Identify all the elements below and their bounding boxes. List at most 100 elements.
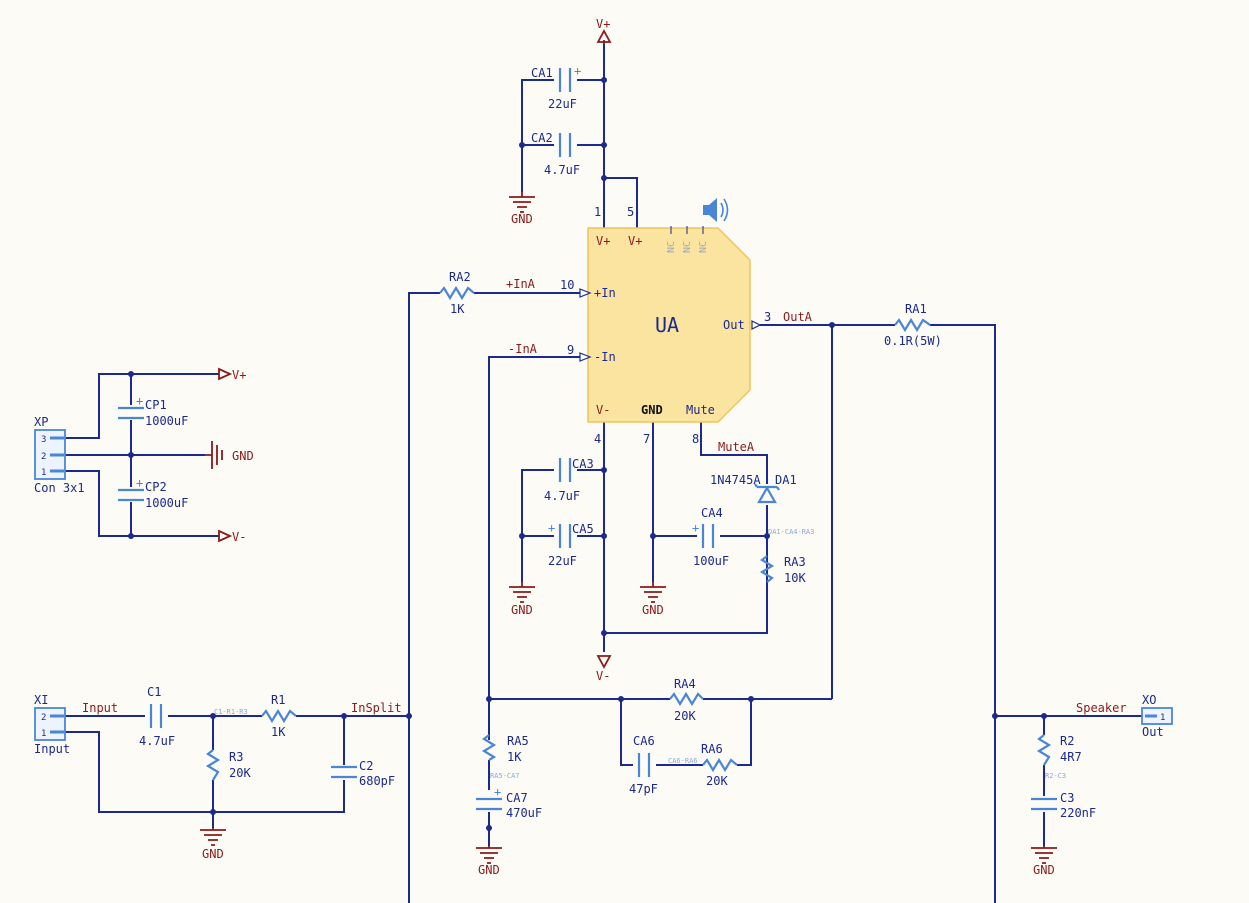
svg-text:GND: GND	[1033, 863, 1055, 877]
svg-text:4.7uF: 4.7uF	[544, 489, 580, 503]
nc-pins: NC NC NC	[666, 226, 709, 253]
ic-ua[interactable]: UA V+ V+ +In -In Out V- GND Mute NC NC N…	[560, 205, 771, 446]
capacitor-ca4[interactable]: + CA4 100uF	[692, 506, 729, 568]
ic-pin-minus-in: -In	[594, 350, 616, 364]
svg-text:XP: XP	[34, 415, 48, 429]
ground-icon-xp: GND	[205, 441, 254, 469]
net-label-minus-ina: -InA	[508, 342, 538, 356]
svg-text:22uF: 22uF	[548, 97, 577, 111]
svg-text:XI: XI	[34, 693, 48, 707]
svg-text:CA4: CA4	[701, 506, 723, 520]
svg-text:Input: Input	[34, 742, 70, 756]
ic-name: UA	[655, 313, 679, 337]
net-label-outa: OutA	[783, 310, 813, 324]
resistor-ra3[interactable]: RA3 10K	[759, 555, 806, 585]
svg-text:CP2: CP2	[145, 480, 167, 494]
svg-text:C1-R1-R3: C1-R1-R3	[214, 708, 248, 716]
net-label-mutea: MuteA	[718, 440, 755, 454]
svg-text:R2-C3: R2-C3	[1045, 772, 1066, 780]
svg-text:R1: R1	[271, 693, 285, 707]
svg-text:V+: V+	[596, 17, 610, 31]
pin-num-3: 3	[764, 310, 771, 324]
capacitor-c1[interactable]: C1 4.7uF	[139, 685, 175, 748]
connector-xp[interactable]: 3 2 1 XP Con 3x1	[34, 415, 85, 495]
svg-text:2: 2	[41, 713, 46, 723]
svg-text:+: +	[548, 521, 555, 535]
svg-text:V+: V+	[232, 368, 246, 382]
ground-icon-ca7: GND	[476, 846, 502, 877]
svg-text:4.7uF: 4.7uF	[544, 163, 580, 177]
capacitor-c2[interactable]: C2 680pF	[331, 759, 395, 788]
tiny-net-labels: C1-R1-R3 DA1-CA4-RA3 RA5-CA7 CA6-RA6 R2-…	[214, 528, 1066, 780]
capacitor-c3[interactable]: C3 220nF	[1031, 791, 1096, 820]
svg-text:C1: C1	[147, 685, 161, 699]
ground-icon-c3: GND	[1031, 846, 1057, 877]
svg-text:GND: GND	[478, 863, 500, 877]
svg-text:10K: 10K	[784, 571, 806, 585]
svg-text:1N4745A: 1N4745A	[710, 473, 761, 487]
net-label-insplit: InSplit	[351, 701, 402, 715]
ic-pin-vminus: V-	[596, 403, 610, 417]
svg-text:1000uF: 1000uF	[145, 414, 188, 428]
connector-xi[interactable]: 2 1 XI Input	[34, 693, 70, 756]
svg-text:20K: 20K	[674, 709, 696, 723]
svg-text:GND: GND	[642, 603, 664, 617]
ic-pin-vplus5: V+	[628, 234, 642, 248]
svg-text:220nF: 220nF	[1060, 806, 1096, 820]
svg-text:+: +	[136, 394, 143, 408]
svg-text:3: 3	[41, 435, 46, 445]
resistor-ra6[interactable]: RA6 20K	[701, 742, 738, 788]
pin-num-5: 5	[627, 205, 634, 219]
resistor-r3[interactable]: R3 20K	[205, 749, 251, 781]
capacitor-ca2[interactable]: CA2 4.7uF	[531, 131, 580, 177]
speaker-icon	[703, 198, 729, 222]
connector-xo[interactable]: 1 XO Out	[1141, 693, 1173, 739]
svg-text:DA1-CA4-RA3: DA1-CA4-RA3	[768, 528, 814, 536]
power-vplus-top: V+	[596, 17, 612, 44]
power-vplus-xp: V+	[218, 367, 246, 382]
pin-num-1: 1	[594, 205, 601, 219]
ground-icon-input: GND	[200, 828, 226, 861]
svg-text:1000uF: 1000uF	[145, 496, 188, 510]
ic-pin-mute: Mute	[686, 403, 715, 417]
resistor-r2[interactable]: R2 4R7	[1036, 734, 1082, 766]
svg-text:GND: GND	[511, 603, 533, 617]
capacitor-ca6[interactable]: CA6 47pF	[629, 734, 658, 796]
zener-diode-da1[interactable]: 1N4745A DA1	[710, 473, 797, 504]
svg-text:Out: Out	[1142, 725, 1164, 739]
resistor-ra4[interactable]: RA4 20K	[669, 677, 704, 723]
net-labels: +InA -InA OutA MuteA Input InSplit Speak…	[82, 277, 1127, 715]
svg-text:V-: V-	[596, 669, 610, 683]
svg-text:0.1R(5W): 0.1R(5W)	[884, 334, 942, 348]
svg-text:GND: GND	[232, 449, 254, 463]
svg-text:RA3: RA3	[784, 555, 806, 569]
pin-num-9: 9	[567, 343, 574, 357]
svg-text:RA4: RA4	[674, 677, 696, 691]
resistor-ra5[interactable]: RA5 1K	[481, 734, 529, 764]
svg-text:4.7uF: 4.7uF	[139, 734, 175, 748]
svg-text:RA6: RA6	[701, 742, 723, 756]
pin-num-7: 7	[643, 432, 650, 446]
power-vminus-xp: V-	[218, 529, 246, 544]
svg-text:CP1: CP1	[145, 398, 167, 412]
svg-text:1K: 1K	[450, 302, 465, 316]
svg-text:+: +	[494, 785, 501, 799]
svg-text:1: 1	[41, 729, 46, 739]
svg-text:+: +	[692, 521, 699, 535]
nc-label-2: NC	[682, 241, 693, 253]
capacitor-ca3[interactable]: CA3 4.7uF	[544, 457, 594, 503]
capacitor-cp1[interactable]: + CP1 1000uF	[118, 394, 188, 428]
capacitor-ca1[interactable]: + CA1 22uF	[531, 64, 581, 111]
resistor-r1[interactable]: R1 1K	[261, 693, 297, 739]
resistor-ra1[interactable]: RA1 0.1R(5W)	[884, 302, 942, 348]
capacitor-ca5[interactable]: + CA5 22uF	[548, 521, 594, 568]
capacitor-cp2[interactable]: + CP2 1000uF	[118, 476, 188, 510]
svg-text:XO: XO	[1142, 693, 1156, 707]
svg-text:1: 1	[41, 468, 46, 478]
power-vminus-bottom: V-	[596, 655, 612, 683]
capacitor-ca7[interactable]: + CA7 470uF	[476, 785, 542, 820]
resistor-ra2[interactable]: RA2 1K	[439, 270, 475, 316]
ic-pin-out: Out	[723, 318, 745, 332]
ground-icon-ic: GND	[640, 582, 666, 617]
